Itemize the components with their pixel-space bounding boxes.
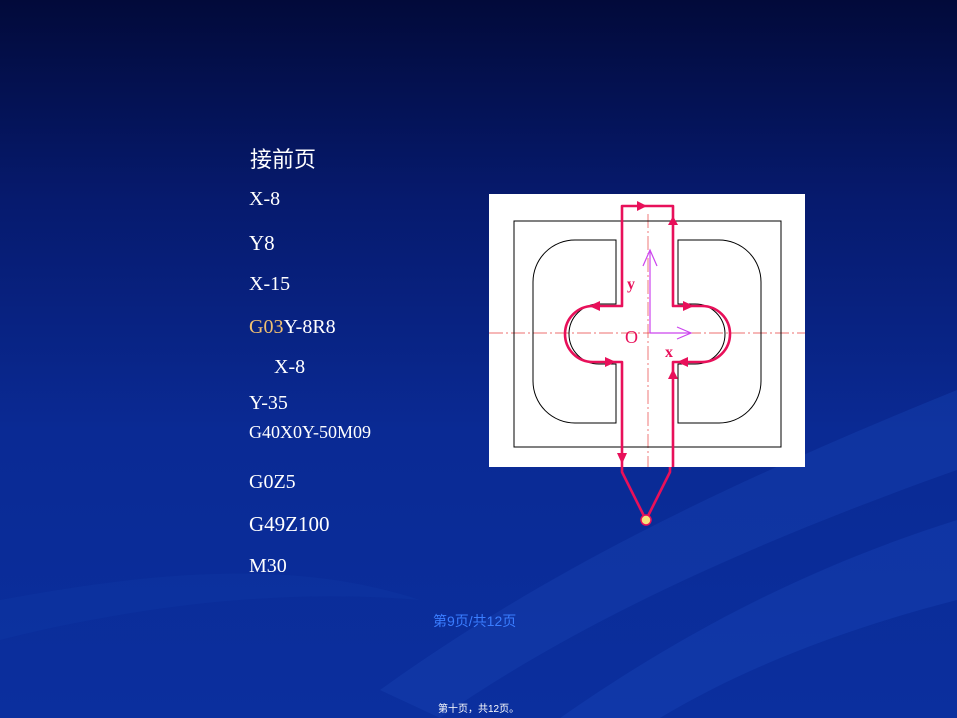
left-pocket-outline (532, 239, 617, 424)
start-point-marker (640, 514, 652, 526)
code-line-4: G03Y-8R8 (249, 316, 336, 339)
code-line-2: Y8 (249, 231, 275, 255)
code-line-1: X-8 (249, 188, 281, 210)
origin-label: O (625, 327, 638, 347)
code-line-9: G49Z100 (249, 512, 330, 536)
slide-heading: 接前页 (250, 147, 317, 172)
y-axis-arrow (642, 248, 658, 333)
code-line-6: Y-35 (249, 392, 288, 414)
gcode-g03: G03 (249, 316, 284, 338)
code-line-5: X-8 (274, 356, 306, 378)
toolpath-arrows (589, 201, 694, 464)
toolpath-figure: y O x (489, 194, 805, 521)
stock-outline (513, 220, 782, 448)
x-axis-label: x (665, 344, 673, 361)
code-line-8: G0Z5 (249, 471, 296, 493)
page-number: 第9页/共12页 (433, 613, 517, 629)
x-axis-arrow (650, 326, 693, 340)
gcode-g03-args: Y-8R8 (283, 316, 336, 338)
toolpath (563, 204, 732, 521)
code-line-3: X-15 (249, 273, 291, 295)
code-line-10: M30 (249, 555, 287, 577)
code-line-7: G40X0Y-50M09 (249, 422, 372, 442)
y-axis-label: y (627, 276, 635, 293)
footer-note: 第十页，共12页。 (438, 704, 520, 715)
right-pocket-outline (677, 239, 762, 424)
part-drawing: y O x (489, 201, 805, 521)
